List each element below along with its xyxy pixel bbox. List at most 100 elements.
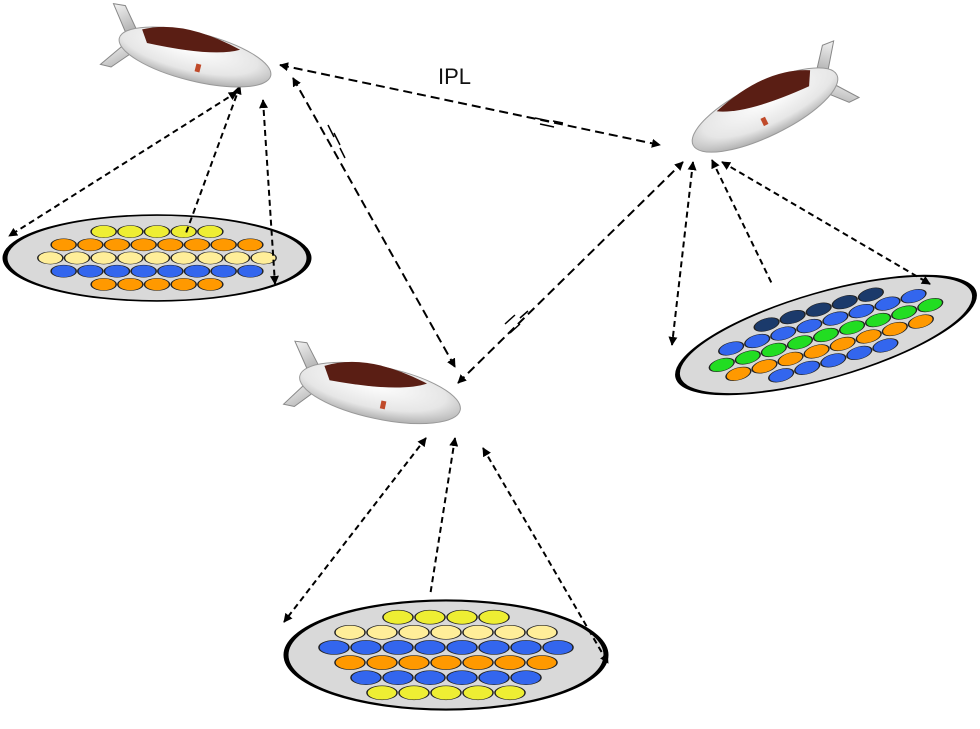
beam-cell [414, 609, 446, 625]
beam-cell [414, 670, 446, 685]
beam-cell [760, 342, 787, 358]
link-glyphs [327, 117, 564, 334]
beam-cell [382, 640, 414, 655]
cell-coverage-icon [708, 287, 944, 383]
beam-links [8, 85, 931, 664]
beam-cell [117, 278, 144, 291]
beam-link [711, 159, 774, 287]
beam-cell [820, 353, 847, 368]
beam-cell [237, 264, 264, 278]
beam-cell [462, 655, 494, 670]
beam-cell [197, 225, 224, 238]
beam-cell [865, 312, 892, 328]
beam-cell [494, 655, 526, 670]
beam-cell [398, 685, 430, 701]
beam-link [259, 99, 279, 285]
beam-cell [430, 685, 462, 701]
ipl-link-left [292, 77, 456, 368]
beam-cell [734, 350, 761, 365]
beam-cell [50, 264, 77, 278]
ipl-links [279, 62, 684, 384]
beam-cell [846, 345, 873, 361]
beam-cell [777, 351, 804, 367]
beam-cell [210, 264, 237, 278]
beam-cell [170, 251, 197, 265]
beam-cell [157, 264, 184, 278]
beam-cell [751, 359, 778, 374]
beam-cell [430, 655, 462, 670]
beam-cell [183, 238, 211, 252]
beam-cell [223, 251, 251, 265]
beam-cell [462, 625, 494, 640]
beam-cell [744, 333, 771, 349]
beam-cell [63, 251, 91, 265]
beam-cell [334, 625, 366, 640]
beam-link [668, 161, 697, 346]
beam-cell [350, 640, 382, 655]
beam-cell [170, 225, 197, 238]
beam-cell [318, 640, 350, 655]
beam-cell [494, 625, 526, 640]
coverage-area-3 [283, 599, 609, 711]
beam-cell [103, 238, 131, 252]
beam-cell [398, 655, 430, 670]
beam-cell [50, 238, 77, 252]
beam-cell [170, 278, 197, 291]
beam-link [482, 447, 609, 664]
beam-cell [779, 309, 806, 325]
beam-cell [753, 317, 780, 332]
beam-cell [542, 640, 574, 655]
beam-cell [366, 655, 398, 670]
beam-cell [350, 670, 382, 685]
coverage-area-1 [2, 214, 312, 302]
beam-cell [874, 296, 901, 311]
beam-cell [786, 335, 814, 350]
beam-cell [77, 264, 104, 278]
beam-cell [130, 238, 157, 252]
beam-link [721, 161, 931, 285]
beam-cell [143, 225, 171, 238]
beam-cell [768, 368, 795, 383]
beam-cell [334, 655, 366, 670]
airship-icon [99, 3, 272, 88]
beam-cell [805, 302, 832, 317]
beam-cell [872, 338, 899, 353]
beam-cell [848, 303, 875, 319]
beam-cell [526, 655, 558, 670]
beam-cell [157, 238, 184, 252]
beam-cell [510, 670, 542, 685]
beam-cell [900, 289, 927, 304]
beam-cell [117, 251, 144, 265]
beam-cell [197, 251, 224, 265]
link-glyph [327, 124, 346, 159]
beam-cell [414, 640, 446, 655]
beam-cell [478, 640, 510, 655]
beam-cell [366, 625, 398, 640]
beam-cell [510, 640, 542, 655]
beam-cell [917, 297, 944, 313]
beam-cell [907, 314, 934, 329]
beam-cell [382, 670, 414, 685]
beam-cell [831, 295, 858, 310]
beam-cell [398, 625, 430, 640]
beam-cell [462, 685, 494, 701]
beam-cell [478, 670, 510, 685]
beam-cell [803, 344, 830, 359]
beam-cell [143, 278, 171, 291]
beam-cell [117, 225, 144, 238]
beam-cell [822, 311, 849, 326]
beam-cell [37, 251, 64, 265]
beam-cell [237, 238, 264, 252]
beam-cell [446, 670, 478, 685]
beam-link [429, 437, 459, 597]
beam-cell [382, 609, 414, 625]
beam-cell [90, 278, 117, 291]
link-glyph [534, 117, 564, 128]
beam-cell [90, 225, 117, 238]
beam-cell [494, 685, 526, 701]
link-glyph [504, 310, 529, 334]
beam-cell [891, 305, 918, 320]
beam-cell [103, 264, 131, 278]
beam-cell [725, 366, 752, 381]
